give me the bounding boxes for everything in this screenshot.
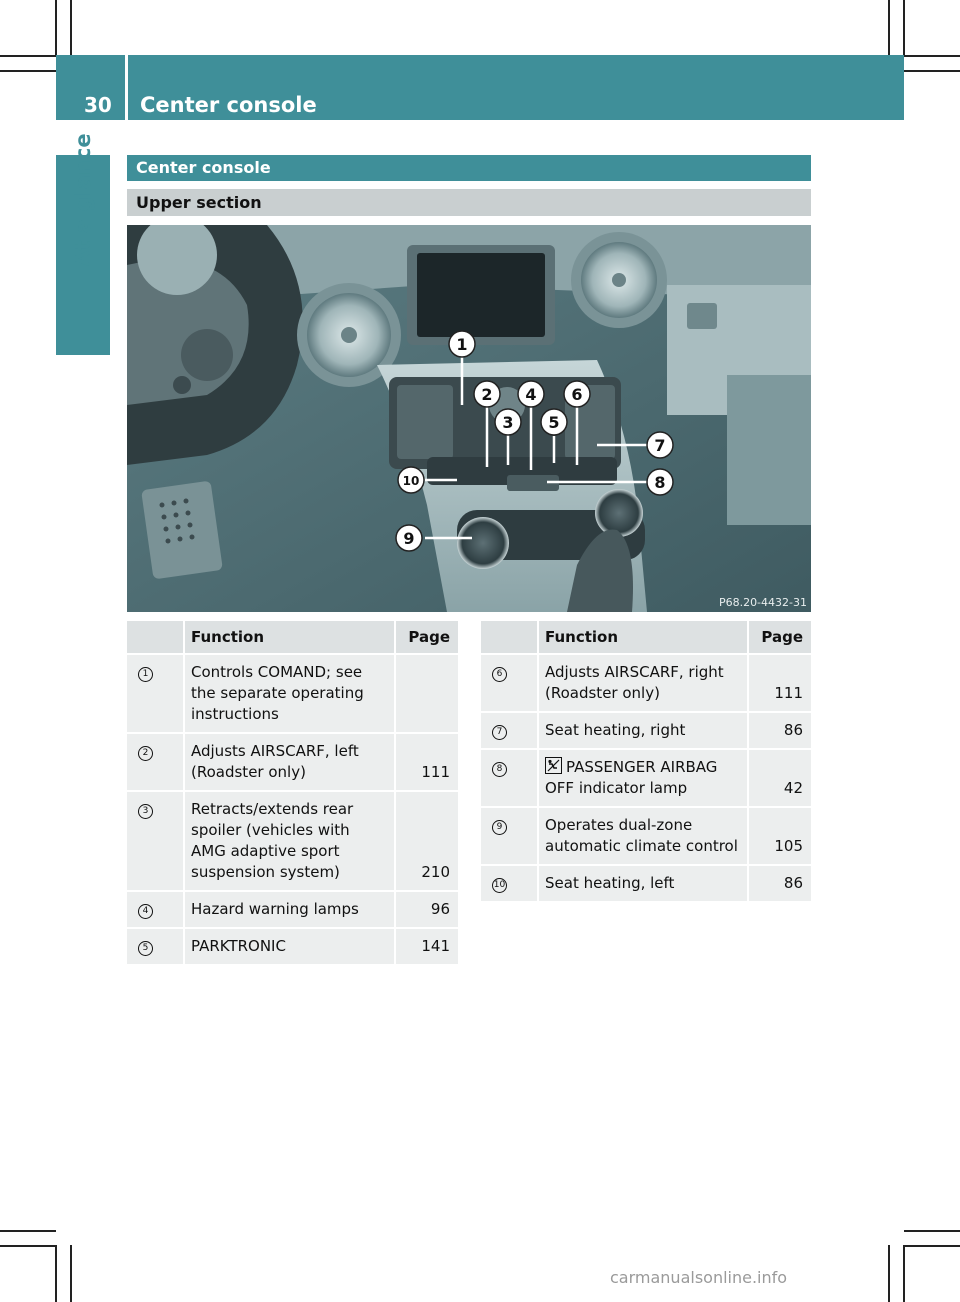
crop-mark bbox=[903, 0, 905, 55]
item-page bbox=[394, 655, 458, 734]
page-number: 30 bbox=[84, 93, 112, 117]
item-number: 2 bbox=[138, 746, 153, 761]
item-page: 210 bbox=[394, 792, 458, 892]
item-function: Seat heating, right bbox=[537, 713, 747, 750]
table-row: 4 Hazard warning lamps 96 bbox=[127, 892, 458, 929]
table-row: 5 PARKTRONIC 141 bbox=[127, 929, 458, 966]
crop-mark bbox=[0, 1245, 56, 1247]
crop-mark bbox=[904, 1230, 960, 1232]
header-function: Function bbox=[183, 621, 394, 655]
item-page: 105 bbox=[747, 808, 811, 866]
crop-mark bbox=[888, 1245, 890, 1302]
item-page: 111 bbox=[394, 734, 458, 792]
crop-mark bbox=[888, 0, 890, 55]
item-page: 86 bbox=[747, 866, 811, 903]
header-title: Center console bbox=[140, 93, 317, 117]
photo-reference: P68.20-4432-31 bbox=[719, 596, 807, 609]
callout-1: 1 bbox=[456, 335, 467, 354]
item-number: 9 bbox=[492, 820, 507, 835]
crop-mark bbox=[904, 55, 960, 57]
item-function: Seat heating, left bbox=[537, 866, 747, 903]
item-function: Controls COMAND; see the separate operat… bbox=[183, 655, 394, 734]
header-page: Page bbox=[394, 621, 458, 655]
table-header-row: Function Page bbox=[481, 621, 811, 655]
item-number: 6 bbox=[492, 667, 507, 682]
callout-3: 3 bbox=[502, 413, 513, 432]
item-number: 7 bbox=[492, 725, 507, 740]
crop-mark bbox=[0, 70, 56, 72]
callout-lines bbox=[425, 357, 647, 540]
item-number: 5 bbox=[138, 941, 153, 956]
section-subtitle: Upper section bbox=[127, 189, 811, 216]
sidebar-tab bbox=[56, 155, 110, 355]
callout-7: 7 bbox=[654, 436, 665, 455]
header-page: Page bbox=[747, 621, 811, 655]
item-page: 141 bbox=[394, 929, 458, 966]
callout-10: 10 bbox=[403, 474, 420, 488]
page-header: 30 Center console bbox=[56, 55, 904, 120]
table-row: 3 Retracts/extends rear spoiler (vehicle… bbox=[127, 792, 458, 892]
table-row: 1 Controls COMAND; see the separate oper… bbox=[127, 655, 458, 734]
crop-mark bbox=[904, 1245, 960, 1247]
item-function: Operates dual-zone automatic climate con… bbox=[537, 808, 747, 866]
table-row: 6 Adjusts AIRSCARF, right (Roadster only… bbox=[481, 655, 811, 713]
item-function: Hazard warning lamps bbox=[183, 892, 394, 929]
item-page: 96 bbox=[394, 892, 458, 929]
table-header-row: Function Page bbox=[127, 621, 458, 655]
item-number: 4 bbox=[138, 904, 153, 919]
function-table-right: Function Page 6 Adjusts AIRSCARF, right … bbox=[481, 621, 811, 903]
table-row: 9 Operates dual-zone automatic climate c… bbox=[481, 808, 811, 866]
item-page: 42 bbox=[747, 750, 811, 808]
table-row: 7 Seat heating, right 86 bbox=[481, 713, 811, 750]
item-function: Adjusts AIRSCARF, right (Roadster only) bbox=[537, 655, 747, 713]
header-number bbox=[127, 621, 183, 655]
callout-2: 2 bbox=[481, 385, 492, 404]
item-number: 1 bbox=[138, 667, 153, 682]
item-number: 8 bbox=[492, 762, 507, 777]
callout-8: 8 bbox=[654, 473, 665, 492]
section-title: Center console bbox=[127, 155, 811, 181]
item-function: PASSENGER AIRBAG OFF indicator lamp bbox=[545, 758, 718, 797]
footer-watermark: carmanualsonline.info bbox=[610, 1268, 788, 1287]
item-function: Retracts/extends rear spoiler (vehicles … bbox=[183, 792, 394, 892]
item-page: 111 bbox=[747, 655, 811, 713]
airbag-off-icon bbox=[545, 757, 562, 774]
crop-mark bbox=[903, 1245, 905, 1302]
item-page: 86 bbox=[747, 713, 811, 750]
table-row: 2 Adjusts AIRSCARF, left (Roadster only)… bbox=[127, 734, 458, 792]
center-console-photo: 1 2 3 4 5 6 7 8 9 10 P68.20-4432-31 bbox=[127, 225, 811, 612]
item-number: 10 bbox=[492, 878, 507, 893]
header-function: Function bbox=[537, 621, 747, 655]
crop-mark bbox=[0, 1230, 56, 1232]
crop-mark bbox=[55, 1245, 57, 1302]
crop-mark bbox=[70, 0, 72, 55]
crop-mark bbox=[0, 55, 56, 57]
item-function: Adjusts AIRSCARF, left (Roadster only) bbox=[183, 734, 394, 792]
crop-mark bbox=[70, 1245, 72, 1302]
callout-4: 4 bbox=[525, 385, 536, 404]
item-function: PARKTRONIC bbox=[183, 929, 394, 966]
callout-9: 9 bbox=[403, 529, 414, 548]
sidebar-label: At a glance bbox=[71, 133, 95, 267]
callout-5: 5 bbox=[548, 413, 559, 432]
header-divider bbox=[125, 55, 128, 120]
crop-mark bbox=[904, 70, 960, 72]
item-number: 3 bbox=[138, 804, 153, 819]
table-row: 10 Seat heating, left 86 bbox=[481, 866, 811, 903]
callout-6: 6 bbox=[571, 385, 582, 404]
header-number bbox=[481, 621, 537, 655]
callout-markers: 1 2 3 4 5 6 7 8 9 10 bbox=[395, 330, 674, 552]
crop-mark bbox=[55, 0, 57, 55]
function-table-left: Function Page 1 Controls COMAND; see the… bbox=[127, 621, 458, 966]
table-row: 8 PASSENGER AIRBAG OFF indicator lamp 42 bbox=[481, 750, 811, 808]
